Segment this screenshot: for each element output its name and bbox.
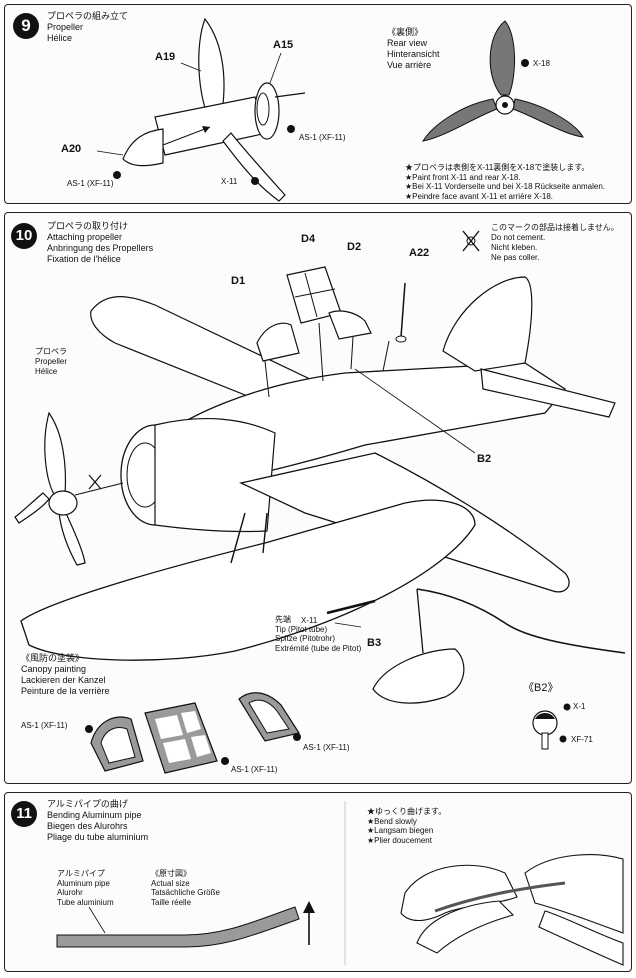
step-10-number: 10	[11, 223, 37, 249]
part-d2: D2	[347, 241, 362, 253]
part-a15: A15	[273, 39, 294, 51]
propeller-label: プロペラ Propeller Hélice	[35, 347, 68, 376]
pitot-tip-label: 先端 Tip (Pitot tube) Spitze (Pitotrohr) E…	[275, 615, 362, 653]
part-b3: B3	[367, 637, 382, 649]
step-11-number: 11	[11, 801, 37, 827]
pipe-bending-drawing	[56, 801, 624, 966]
part-a20: A20	[61, 143, 82, 155]
do-not-cement-note: このマークの部品は接着しません。 Do not cement. Nicht kl…	[491, 223, 619, 262]
step-11-panel: 11 アルミパイプの曲げ Bending Aluminum pipe Biege…	[4, 792, 632, 972]
canopy-part-d4	[286, 266, 342, 324]
step-10-title: プロペラの取り付け Attaching propeller Anbringung…	[47, 221, 154, 264]
b2-detail	[532, 710, 558, 750]
b2-x1: X-1	[573, 702, 586, 711]
actual-size-label: 《原寸図》 Actual size Tatsächliche Größe Tai…	[151, 869, 220, 907]
canopy-part-d1	[256, 322, 300, 362]
canopy-painting-caption: 《風防の塗装》 Canopy painting Lackieren der Ka…	[21, 653, 110, 696]
rear-view-propeller	[421, 20, 584, 142]
bend-slowly-note: ★ゆっくり曲げます。 ★Bend slowly ★Langsam biegen …	[367, 807, 447, 845]
part-d1: D1	[231, 275, 246, 287]
canopy-part-d2	[328, 310, 372, 340]
part-a22: A22	[409, 247, 430, 259]
canopy-paint-mark-3: AS-1 (XF-11)	[303, 743, 350, 752]
rear-view-x18: X-18	[533, 59, 550, 68]
aircraft-propeller	[14, 411, 124, 566]
step-9-title: プロペラの組み立て Propeller Hélice	[47, 11, 129, 43]
pitot-tip-paint: X-11	[301, 616, 318, 625]
hands-illustration	[400, 854, 624, 966]
paint-mark-hub: AS-1 (XF-11)	[299, 133, 346, 142]
paint-mark-spinner: AS-1 (XF-11)	[67, 179, 114, 188]
rear-view-caption: 《裏側》 Rear view Hinteransicht Vue arrière	[387, 27, 440, 70]
step-9-panel: 9 プロペラの組み立て Propeller Hélice A19 A15 A20…	[4, 4, 632, 204]
propeller-paint-note: ★プロペラは表側をX-11裏側をX-18で塗装します。 ★Paint front…	[405, 163, 606, 201]
b2-detail-title: 《B2》	[523, 682, 559, 694]
part-b2: B2	[477, 453, 492, 465]
part-a19: A19	[155, 51, 176, 63]
step-9-number: 9	[13, 13, 39, 39]
part-d4: D4	[301, 233, 316, 245]
propeller-assembly-drawing	[96, 17, 584, 202]
b2-xf71: XF-71	[571, 735, 593, 744]
paint-mark-blade: X-11	[221, 177, 238, 186]
canopy-paint-mark-2: AS-1 (XF-11)	[231, 765, 278, 774]
step-11-title: アルミパイプの曲げ Bending Aluminum pipe Biegen d…	[47, 799, 149, 842]
step-10-panel: 10 プロペラの取り付け Attaching propeller Anbring…	[4, 212, 632, 784]
aircraft-assembly-drawing	[14, 230, 626, 774]
painted-canopies	[90, 692, 300, 774]
canopy-paint-mark-1: AS-1 (XF-11)	[21, 721, 68, 730]
aluminum-pipe-label: アルミパイプ Aluminum pipe Alurohr Tube alumin…	[57, 869, 114, 907]
